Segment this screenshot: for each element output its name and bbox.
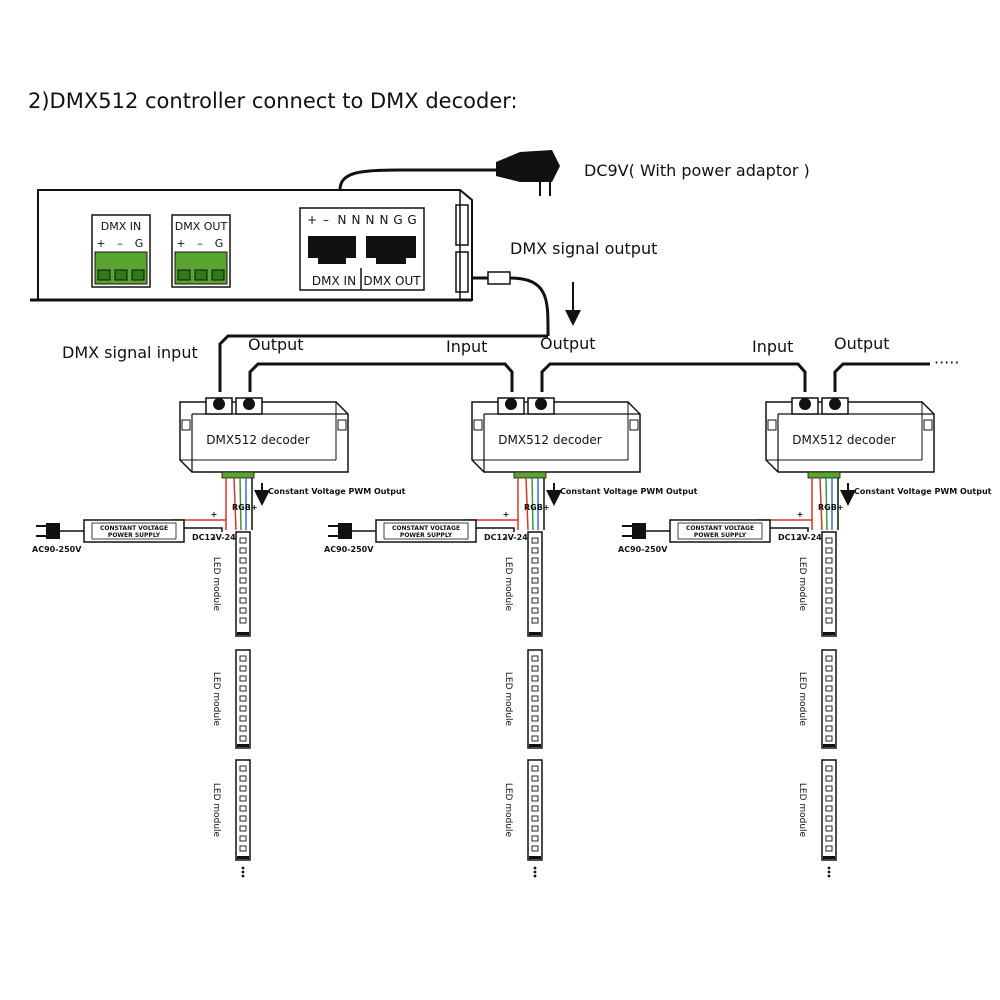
psu-plus: + [797,510,804,519]
led-module-label: LED module [797,672,807,727]
rj45-pin: – [323,213,329,227]
dmx-in-title: DMX IN [101,220,141,233]
link-cable-2-3 [540,362,807,392]
rj45-pin: G [407,213,416,227]
rj45-out-port[interactable] [366,236,416,264]
led-module-label: LED module [797,783,807,838]
led-module-label: LED module [797,557,807,612]
rj45-in-port[interactable] [308,236,356,264]
dc-label: DC12V-24V [192,533,243,542]
led-module-label: LED module [503,557,513,612]
rj45-pin: G [393,213,402,227]
power-adaptor-label: DC9V( With power adaptor ) [584,161,810,180]
psu-plus: + [503,510,510,519]
led-strip [527,649,543,749]
psu-line1: CONSTANT VOLTAGE [100,525,168,532]
led-strip [821,759,837,861]
rj45-in-label: DMX IN [312,274,356,288]
psu-line2: POWER SUPPLY [108,532,161,539]
dmx-signal-output-label: DMX signal output [510,239,657,258]
decoder-name: DMX512 decoder [206,433,309,447]
continuation-dots: ····· [934,353,959,372]
psu-plus: + [211,510,218,519]
led-module-label: LED module [211,672,221,727]
rj45-pin: N [366,213,375,227]
ac-label: AC90-250V [618,545,668,554]
decoder2-output-label: Output [540,334,596,353]
dmx-signal-input-label: DMX signal input [62,343,198,362]
decoder2-input-label: Input [446,337,487,356]
ac-label: AC90-250V [324,545,374,554]
rj45-pin: N [352,213,361,227]
rj45-pin: N [338,213,347,227]
psu-minus: – [504,533,508,542]
rj45-out-label: DMX OUT [363,274,421,288]
dmx-output-cable [472,271,581,336]
dmx-input-cable [218,334,548,392]
dmx-out-pin: – [197,237,203,250]
psu-line1: CONSTANT VOLTAGE [392,525,460,532]
dc-label: DC12V-24V [778,533,829,542]
rgb-label: RGB+ [524,503,550,512]
dmx-in-pin: – [117,237,123,250]
dmx-in-pin: G [135,237,144,250]
dmx-out-title: DMX OUT [175,220,228,233]
decoder3-input-label: Input [752,337,793,356]
led-strip [235,759,251,861]
link-cable-1-2 [248,362,514,392]
led-strip [821,531,837,637]
led-module-label: LED module [211,557,221,612]
dmx-out-terminal[interactable]: DMX OUT + – G [171,214,231,288]
led-module-label: LED module [503,783,513,838]
rgb-label: RGB+ [818,503,844,512]
psu-line1: CONSTANT VOLTAGE [686,525,754,532]
decoder1-output-label: Output [248,335,304,354]
led-module-label: LED module [211,783,221,838]
ac-plug-icon [632,523,646,539]
page-title: 2)DMX512 controller connect to DMX decod… [28,89,518,113]
led-strip [235,531,251,637]
dmx-out-pin: + [176,237,185,250]
rgb-label: RGB+ [232,503,258,512]
pwm-output-label: Constant Voltage PWM Output [268,487,406,496]
psu-minus: – [212,533,216,542]
rj45-port-block[interactable]: + – N N N N G G DMX IN DMX OUT [299,207,425,291]
led-strip [527,759,543,861]
pwm-output-label: Constant Voltage PWM Output [854,487,992,496]
decoder-name: DMX512 decoder [498,433,601,447]
pwm-output-label: Constant Voltage PWM Output [560,487,698,496]
dmx-in-terminal[interactable]: DMX IN + – G [91,214,151,288]
rj45-pin: N [380,213,389,227]
psu-line2: POWER SUPPLY [694,532,747,539]
decoder-name: DMX512 decoder [792,433,895,447]
psu-minus: – [798,533,802,542]
ac-plug-icon [46,523,60,539]
led-module-label: LED module [503,672,513,727]
led-strip [235,649,251,749]
dmx-in-pin: + [96,237,105,250]
link-cable-3-out [833,362,930,392]
dmx-out-pin: G [215,237,224,250]
led-strip [821,649,837,749]
power-adaptor [338,150,560,196]
psu-line2: POWER SUPPLY [400,532,453,539]
ac-label: AC90-250V [32,545,82,554]
ac-plug-icon [338,523,352,539]
dmx512-controller: DMX IN + – G DMX OUT + – G + – N [30,189,473,302]
led-strip [527,531,543,637]
decoder3-output-label: Output [834,334,890,353]
rj45-pin: + [307,213,317,227]
dc-label: DC12V-24V [484,533,535,542]
